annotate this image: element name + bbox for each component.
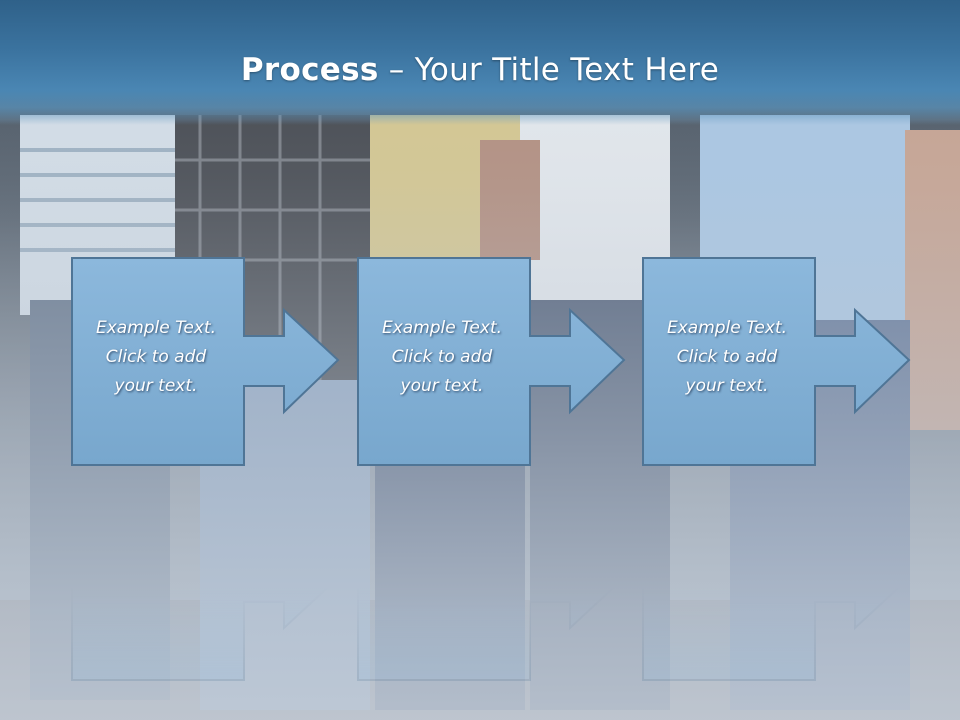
process-step-2[interactable]: Example Text. Click to add your text.: [356, 256, 631, 468]
slide-title[interactable]: Process – Your Title Text Here: [0, 52, 960, 88]
step-1-text: Example Text. Click to add your text.: [70, 314, 242, 401]
process-step-2-reflection: [356, 470, 631, 682]
step-2-text: Example Text. Click to add your text.: [356, 314, 528, 401]
arrow-right-callout-icon: [357, 257, 626, 466]
title-bar: Process – Your Title Text Here: [0, 0, 960, 125]
process-step-1[interactable]: Example Text. Click to add your text.: [70, 256, 345, 468]
step-line: your text.: [114, 376, 198, 396]
step-line: Example Text.: [95, 318, 217, 338]
step-line: Click to add: [391, 347, 493, 367]
arrow-right-callout-icon: [71, 257, 340, 466]
step-line: Example Text.: [666, 318, 788, 338]
step-line: Click to add: [105, 347, 207, 367]
process-step-3[interactable]: Example Text. Click to add your text.: [641, 256, 916, 468]
title-rest-text: – Your Title Text Here: [378, 52, 720, 88]
step-line: Click to add: [676, 347, 778, 367]
process-step-1-reflection: [70, 470, 345, 682]
step-3-text: Example Text. Click to add your text.: [641, 314, 813, 401]
step-line: your text.: [400, 376, 484, 396]
step-line: Example Text.: [381, 318, 503, 338]
step-line: your text.: [685, 376, 769, 396]
title-bold-text: Process: [240, 52, 379, 88]
arrow-right-callout-icon: [642, 257, 911, 466]
process-step-3-reflection: [641, 470, 916, 682]
